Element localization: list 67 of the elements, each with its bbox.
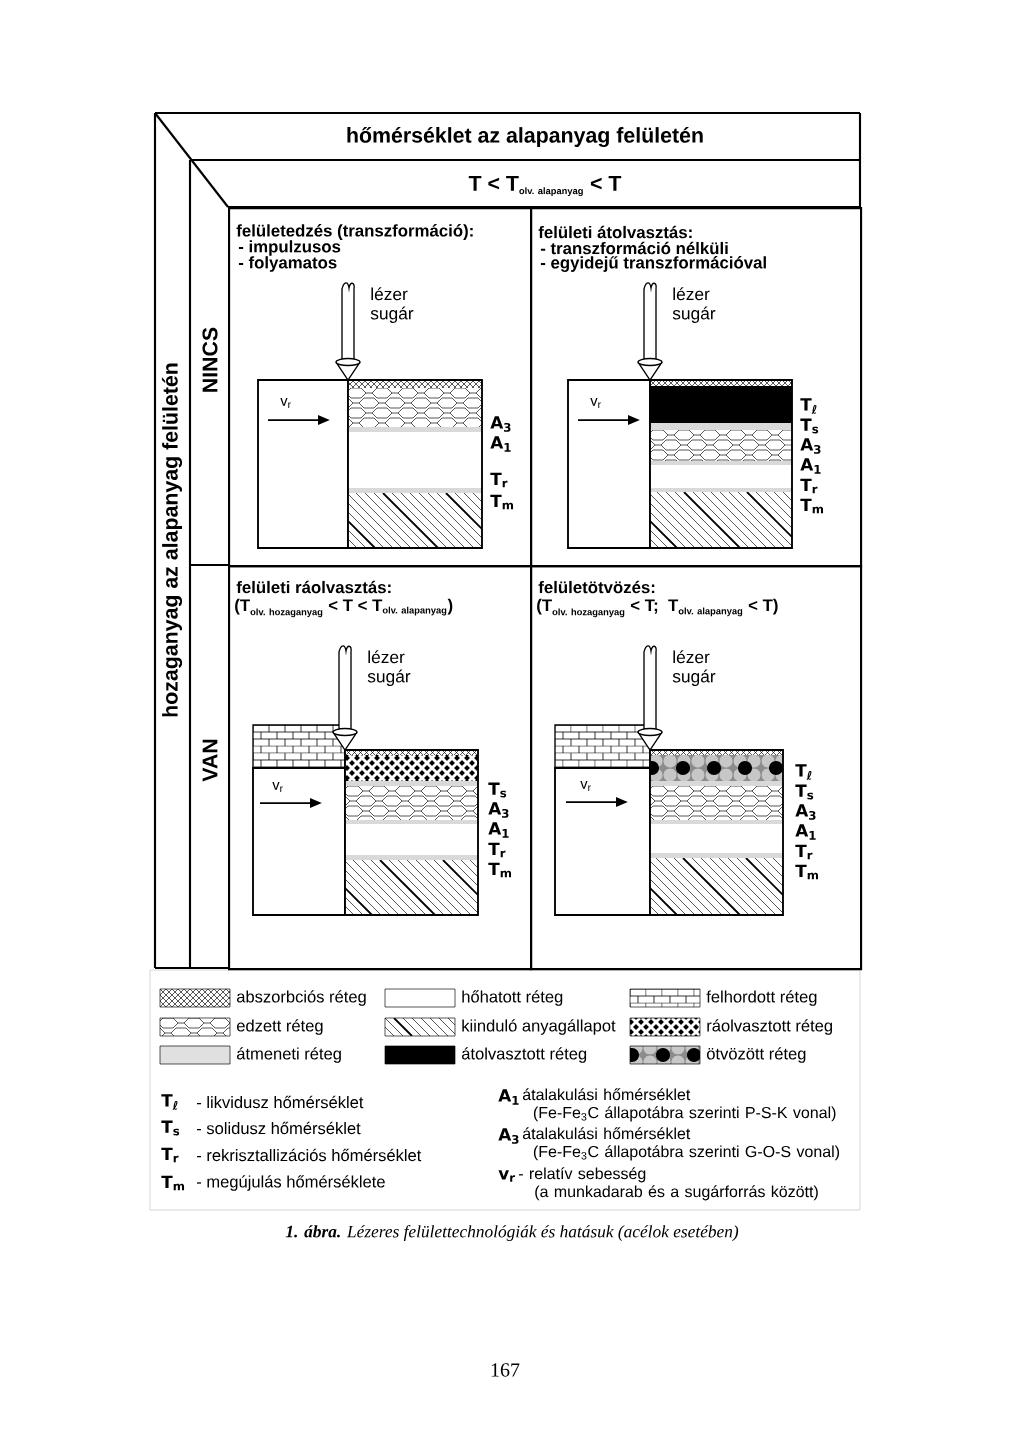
temperature-label: T$_{m}$	[800, 498, 824, 514]
temperature-label: T$_{s}$	[800, 418, 819, 434]
definition-text: - rekrisztallizációs hőmérséklet	[197, 1148, 422, 1162]
definition-text: - solidusz hőmérséklet	[197, 1121, 361, 1135]
panel-heading: felületötvözés:	[538, 580, 655, 594]
list-item: - transzformáció nélküli	[540, 241, 728, 255]
velocity-label: v$_{r}$	[590, 398, 601, 408]
legend-text: ráolvasztott réteg	[707, 1019, 832, 1035]
velocity-label: v$_{r}$	[280, 398, 291, 408]
legend-text: edzett réteg	[237, 1019, 323, 1035]
panel-heading: felületi ráolvasztás:	[236, 580, 391, 594]
definition-text: átalakulási hőmérséklet (Fe-Fe$_{3}$C állapotábra szerinti P-S-K vonal)	[522, 1088, 836, 1122]
page-number: 167	[491, 1363, 520, 1377]
beam-label: lézer sugár	[672, 287, 716, 323]
velocity-label: v$_{r}$	[272, 782, 283, 792]
beam-label: lézer sugár	[672, 650, 716, 686]
definition-text: - megújulás hőmérséklete	[197, 1175, 385, 1191]
temperature-label: A$_{1}$	[800, 458, 821, 474]
symbol-label: T$_{s}$	[161, 1120, 180, 1136]
symbol-label: A$_{3}$	[498, 1128, 519, 1144]
panel-heading: felületedzés (transzformáció):	[236, 224, 473, 240]
legend-text: hőhatott réteg	[462, 990, 563, 1006]
temperature-label: A$_{1}$	[795, 824, 816, 840]
list-item: - egyidejű transzformációval	[540, 256, 766, 272]
temperature-label: T$_{r}$	[490, 472, 508, 488]
temperature-label: T$_{m}$	[488, 862, 512, 878]
legend-text: átolvasztott réteg	[462, 1047, 587, 1063]
temperature-label: T$_{ℓ}$	[800, 398, 817, 414]
caption: 1. ábra. Lézeres felülettechnológiák és hatásuk (acélok esetében)	[285, 1225, 739, 1241]
velocity-label: v$_{r}$	[580, 781, 591, 791]
temperature-label: T$_{s}$	[488, 782, 507, 798]
list-item: - folyamatos	[238, 256, 337, 272]
temperature-label: T$_{ℓ}$	[795, 764, 812, 780]
temperature-label: T$_{r}$	[488, 842, 506, 858]
definition-text: átalakulási hőmérséklet (Fe-Fe$_{3}$C állapotábra szerinti G-O-S vonal)	[522, 1127, 839, 1161]
temperature-label: T$_{m}$	[795, 864, 819, 880]
beam-label: lézer sugár	[370, 287, 414, 323]
symbol-label: T$_{ℓ}$	[161, 1094, 178, 1110]
temperature-condition: $\textbf{(T}_{\textbf{\scriptsize olv. hozaganyag}}\textbf{ < T < T}_{\textbf{\scriptsize olv. alapanyag}}\textbf{)}$	[235, 598, 453, 618]
temperature-label: A$_{1}$	[488, 822, 509, 838]
definition-text: - likvidusz hőmérséklet	[197, 1095, 364, 1109]
temperature-condition: $\textbf{(T}_{\textbf{\scriptsize olv. hozaganyag}}\textbf{ < T;\ \ T}_{\textbf{\scriptsize olv. alapanyag}}\textbf{ < T)}$	[537, 598, 778, 618]
temperature-label: A$_{3}$	[800, 438, 821, 454]
panel-heading: felületi átolvasztás:	[538, 225, 692, 239]
temperature-label: A$_{3}$	[795, 804, 816, 820]
legend-text: ötvözött réteg	[706, 1047, 806, 1063]
symbol-label: T$_{r}$	[161, 1147, 179, 1163]
symbol-label: T$_{m}$	[161, 1175, 185, 1191]
legend-text: átmeneti réteg	[237, 1047, 341, 1063]
symbol-label: v$_{r}$	[498, 1170, 515, 1182]
legend-text: kiinduló anyagállapot	[462, 1019, 616, 1035]
beam-label: lézer sugár	[367, 650, 411, 686]
definition-text: - relatív sebesség (a munkadarab és a sugárforrás között)	[519, 1167, 818, 1201]
temperature-label: T$_{s}$	[795, 784, 814, 800]
temperature-label: T$_{r}$	[795, 844, 813, 860]
temperature-label: T$_{m}$	[490, 494, 514, 510]
temperature-label: A$_{1}$	[490, 436, 511, 452]
temperature-condition: $\textbf{T < T}_{\textbf{\scriptsize olv. alapanyag}}\textbf{ < T}$	[468, 175, 622, 197]
table-heading: hozaganyag az alapanyag felületén	[161, 363, 183, 717]
list-item: - impulzusos	[238, 240, 341, 256]
symbol-label: A$_{1}$	[498, 1089, 519, 1105]
table-heading: hőmérséklet az alapanyag felületén	[347, 126, 703, 148]
temperature-label: A$_{3}$	[490, 416, 511, 432]
legend-text: abszorbciós réteg	[237, 990, 366, 1006]
temperature-label: T$_{r}$	[800, 478, 818, 494]
temperature-label: A$_{3}$	[488, 802, 509, 818]
legend-text: felhordott réteg	[706, 990, 817, 1006]
